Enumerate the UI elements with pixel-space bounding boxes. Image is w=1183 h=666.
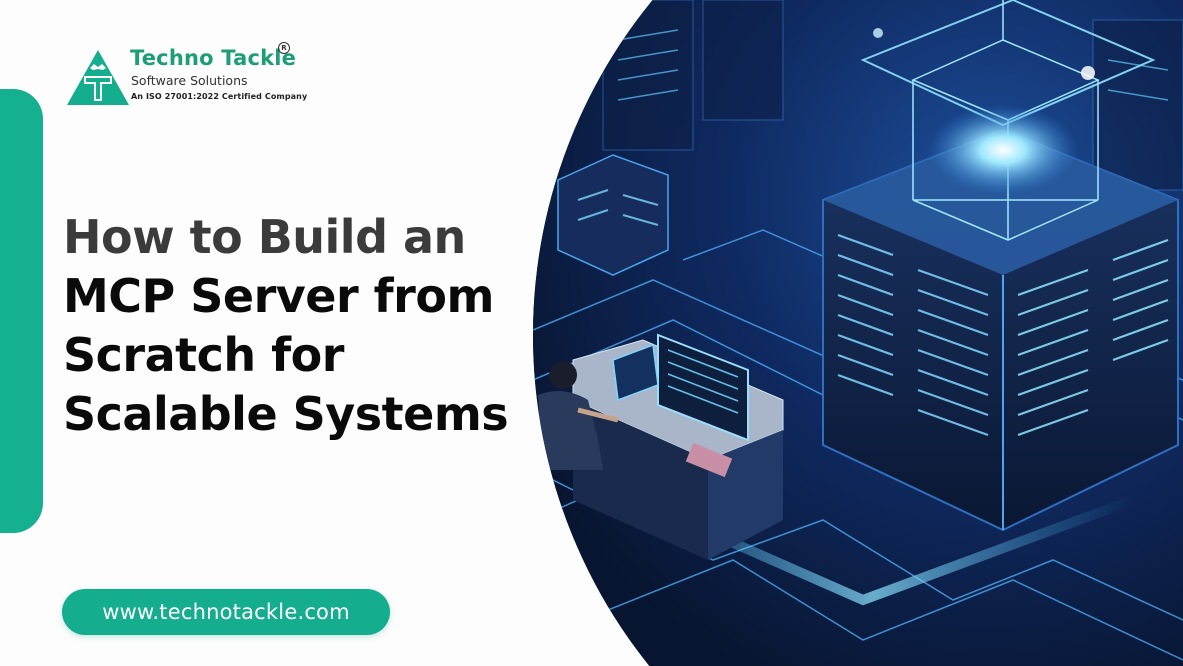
title-line-3: Scratch for [63, 328, 344, 382]
brand-tagline: An ISO 27001:2022 Certified Company [131, 92, 308, 101]
brand-name: Techno Tackle [130, 46, 297, 70]
registered-mark-icon: R [278, 42, 290, 54]
website-link-button[interactable]: www.technotackle.com [62, 589, 390, 635]
mountain-t-triangle-icon [67, 50, 129, 105]
accent-bar [0, 89, 43, 533]
title-line-1: How to Build an [63, 210, 466, 264]
server-illustration [533, 0, 1183, 666]
title-line-2: MCP Server from [63, 269, 494, 323]
brand-subtitle: Software Solutions [131, 73, 248, 88]
page-title: How to Build an MCP Server from Scratch … [63, 208, 523, 444]
title-line-4: Scalable Systems [63, 387, 509, 441]
hero-image [533, 0, 1183, 666]
brand-logo[interactable]: Techno Tackle R Software Solutions An IS… [64, 42, 308, 108]
